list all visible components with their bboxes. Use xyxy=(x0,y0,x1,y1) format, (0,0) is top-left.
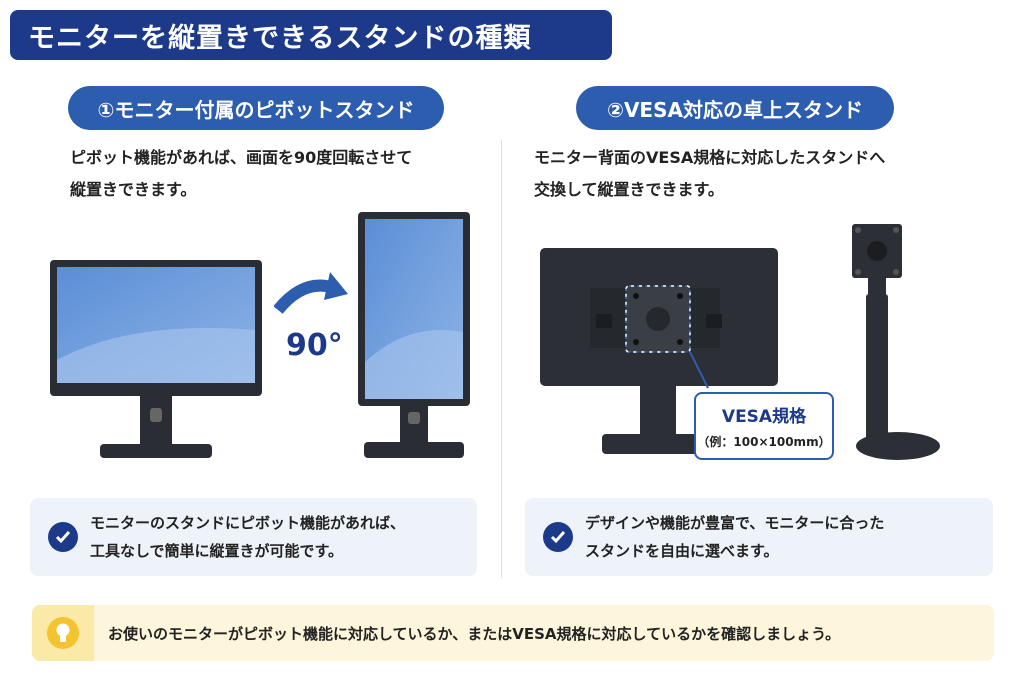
right-desc-line2: 交換して縦置きできます。 xyxy=(534,180,724,199)
vesa-callout-size: （例：100×100mm） xyxy=(697,435,831,449)
left-feature-line2: 工具なしで簡単に縦置きが可能です。 xyxy=(90,542,344,560)
vesa-callout-title: VESA規格 xyxy=(721,407,807,427)
page-title: モニターを縦置きできるスタンドの種類 xyxy=(10,10,612,60)
monitor-back-illustration xyxy=(540,248,778,454)
left-feature-note: モニターのスタンドにピボット機能があれば、 工具なしで簡単に縦置きが可能です。 xyxy=(30,498,477,576)
left-desc-line2: 縦置きできます。 xyxy=(70,180,197,199)
left-feature-text: モニターのスタンドにピボット機能があれば、 工具なしで簡単に縦置きが可能です。 xyxy=(90,509,405,565)
left-desc-line1: ピボット機能があれば、画面を90度回転させて xyxy=(70,148,413,167)
vesa-callout: VESA規格 （例：100×100mm） xyxy=(694,392,834,460)
check-circle-icon xyxy=(543,522,573,552)
check-circle-icon xyxy=(48,522,78,552)
left-feature-line1: モニターのスタンドにピボット機能があれば、 xyxy=(90,514,406,532)
right-description: モニター背面のVESA規格に対応したスタンドへ 交換して縦置きできます。 xyxy=(534,142,994,206)
right-feature-line2: スタンドを自由に選べます。 xyxy=(585,542,779,560)
right-feature-text: デザインや機能が豊富で、モニターに合った スタンドを自由に選べます。 xyxy=(585,509,884,565)
left-heading: ①モニター付属のピボットスタンド xyxy=(68,86,444,130)
right-heading: ②VESA対応の卓上スタンド xyxy=(576,86,894,130)
right-feature-line1: デザインや機能が豊富で、モニターに合った xyxy=(585,514,885,532)
right-desc-line1: モニター背面のVESA規格に対応したスタンドへ xyxy=(534,148,886,167)
left-description: ピボット機能があれば、画面を90度回転させて 縦置きできます。 xyxy=(70,142,490,206)
landscape-monitor-illustration xyxy=(50,260,262,458)
tip-text: お使いのモニターがピボット機能に対応しているか、またはVESA規格に対応している… xyxy=(108,624,841,643)
column-divider xyxy=(501,140,502,578)
lightbulb-icon xyxy=(32,605,94,661)
rotation-degree-label: 90° xyxy=(286,328,343,363)
vesa-stand-illustration xyxy=(852,224,940,460)
tip-banner: お使いのモニターがピボット機能に対応しているか、またはVESA規格に対応している… xyxy=(32,605,994,661)
portrait-monitor-illustration xyxy=(358,212,470,458)
right-feature-note: デザインや機能が豊富で、モニターに合った スタンドを自由に選べます。 xyxy=(525,498,993,576)
curved-arrow-icon xyxy=(274,272,348,314)
